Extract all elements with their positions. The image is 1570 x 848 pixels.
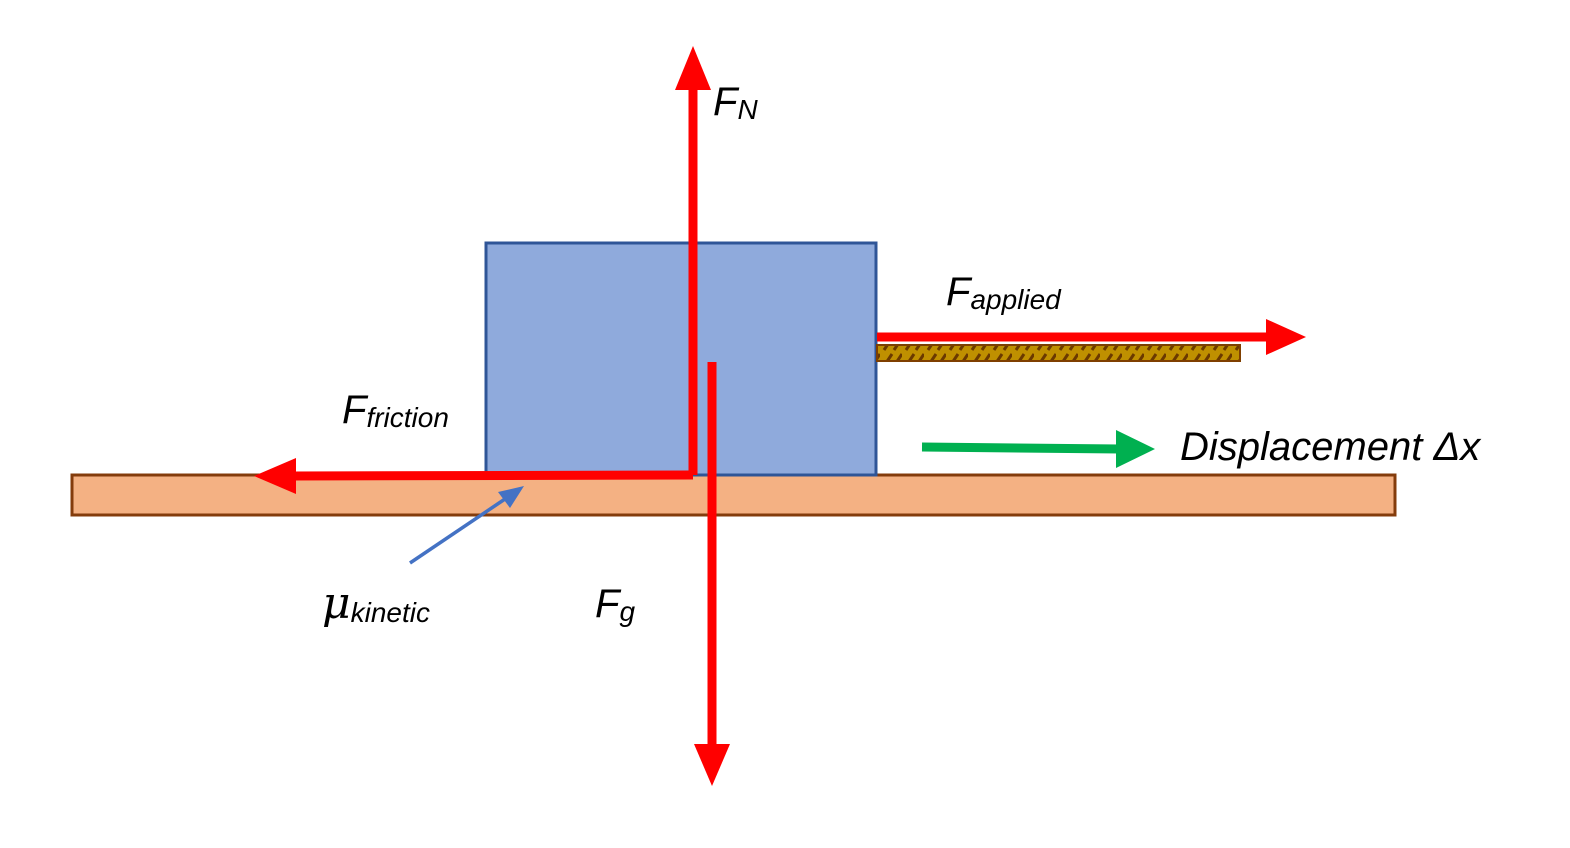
displacement-label: Displacement Δx: [1180, 425, 1482, 469]
gravity-force-label: Fg: [595, 582, 635, 627]
coefficient-pointer-arrow: [409, 486, 524, 565]
coefficient-label: μkinetic: [322, 578, 430, 629]
friction-force-arrow: [254, 458, 694, 494]
friction-force-label: Ffriction: [342, 388, 449, 433]
applied-force-arrow: [877, 319, 1306, 355]
normal-force-label: FN: [713, 80, 758, 125]
rope: [876, 344, 1241, 362]
displacement-arrow: [921, 430, 1155, 468]
block: [484, 241, 878, 477]
applied-force-label: Fapplied: [946, 270, 1062, 315]
normal-force-arrow: [675, 46, 711, 475]
gravity-force-arrow: [694, 362, 730, 786]
